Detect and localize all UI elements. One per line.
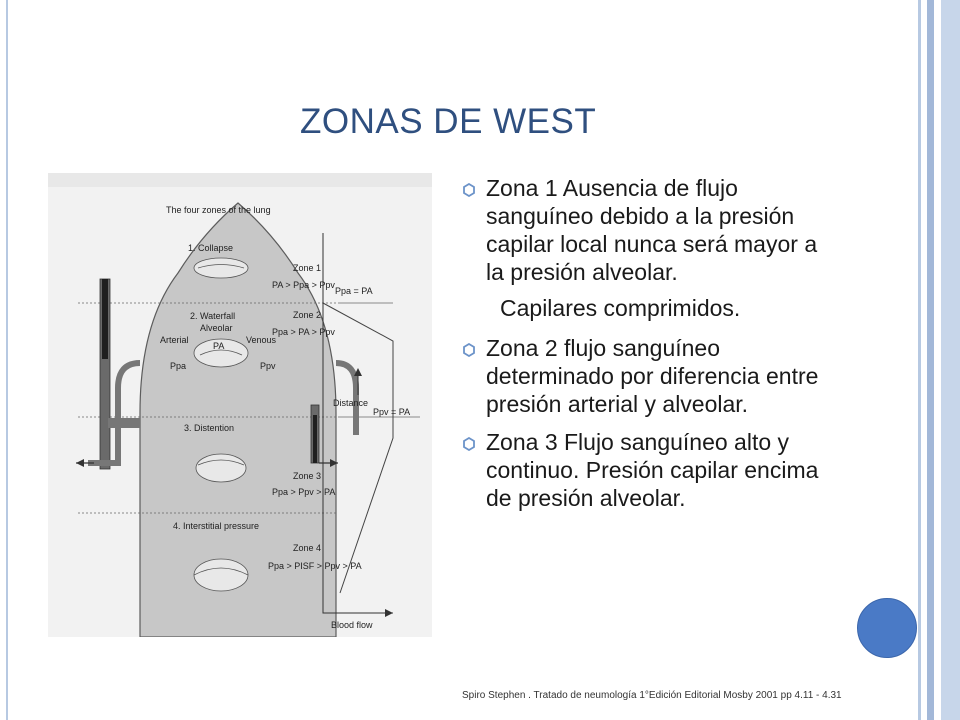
zone-2-number: 2. Waterfall <box>190 311 235 321</box>
right-border-rule <box>918 0 921 720</box>
ppv-eq-pa: Ppv = PA <box>373 407 410 417</box>
citation-footer: Spiro Stephen . Tratado de neumología 1°… <box>462 690 842 701</box>
blood-flow-label: Blood flow <box>331 620 373 630</box>
bullet-icon <box>463 183 475 197</box>
bullet-icon <box>463 343 475 357</box>
right-border-band-outer <box>941 0 960 720</box>
arterial-label: Arterial <box>160 335 189 345</box>
right-border-band <box>927 0 934 720</box>
distance-label: Distance <box>333 398 368 408</box>
left-border-rule <box>6 0 8 720</box>
figure-heading: The four zones of the lung <box>166 205 271 215</box>
venous-label: Venous <box>246 335 277 345</box>
zone-2-formula: Ppa > PA > Ppv <box>272 327 335 337</box>
bullet-text: Zona 1 Ausencia de flujo sanguíneo debid… <box>486 175 818 285</box>
alveolar-label: Alveolar <box>200 323 233 333</box>
slide-title: ZONAS DE WEST <box>300 102 597 141</box>
zone-2-label: Zone 2 <box>293 310 321 320</box>
zone-4-number: 4. Interstitial pressure <box>173 521 259 531</box>
bullet-item-zona-2: Zona 2 flujo sanguíneo determinado por d… <box>462 334 832 418</box>
bullet-list: Zona 1 Ausencia de flujo sanguíneo debid… <box>462 174 832 522</box>
bullet-text: Zona 3 Flujo sanguíneo alto y continuo. … <box>486 429 819 511</box>
zone-3-label: Zone 3 <box>293 471 321 481</box>
decorative-circle <box>857 598 917 658</box>
bullet-icon <box>463 437 475 451</box>
bullet-text: Zona 2 flujo sanguíneo determinado por d… <box>486 335 819 417</box>
bullet-continuation: Capilares comprimidos. <box>500 295 741 321</box>
zone-1-number: 1. Collapse <box>188 243 233 253</box>
ppa-eq-pa: Ppa = PA <box>335 286 373 296</box>
ppa-small: Ppa <box>170 361 186 371</box>
bullet-item-zona-3: Zona 3 Flujo sanguíneo alto y continuo. … <box>462 428 832 512</box>
west-zones-figure: The four zones of the lung 1. Collapse Z… <box>48 173 432 637</box>
pa-small: PA <box>213 341 224 351</box>
zone-1-label: Zone 1 <box>293 263 321 273</box>
bullet-item-zona-1: Zona 1 Ausencia de flujo sanguíneo debid… <box>462 174 832 286</box>
zone-3-number: 3. Distention <box>184 423 234 433</box>
zone-4-formula: Ppa > PISF > Ppv > PA <box>268 561 362 571</box>
ppv-small: Ppv <box>260 361 276 371</box>
zone-3-formula: Ppa > Ppv > PA <box>272 487 335 497</box>
zone-4-label: Zone 4 <box>293 543 321 553</box>
west-zones-diagram: The four zones of the lung 1. Collapse Z… <box>48 173 432 637</box>
zone-1-formula: PA > Ppa > Ppv <box>272 280 335 290</box>
